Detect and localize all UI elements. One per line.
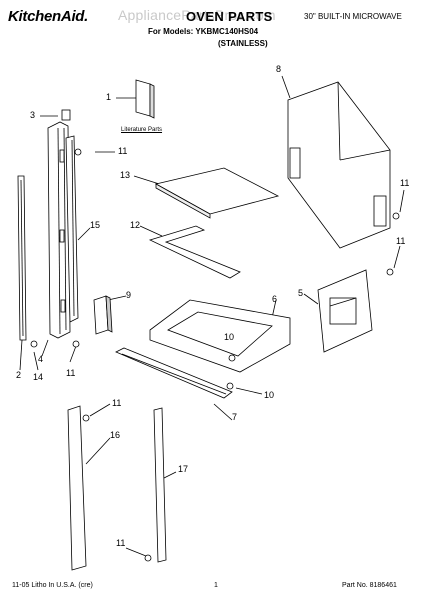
part-9-block bbox=[93, 295, 113, 335]
leader-11f bbox=[125, 547, 147, 557]
leader-9 bbox=[107, 295, 127, 301]
leader-11e bbox=[89, 403, 111, 417]
callout-10: 10 bbox=[264, 390, 275, 400]
footer-page-number: 1 bbox=[214, 582, 218, 589]
footer-print-info: 11-05 Litho In U.S.A. (cre) bbox=[12, 582, 93, 589]
callout-8: 8 bbox=[276, 64, 282, 74]
part-1-literature bbox=[135, 79, 155, 119]
callout-12: 12 bbox=[130, 220, 141, 230]
screw-icon bbox=[226, 382, 234, 390]
callout-9: 9 bbox=[126, 290, 132, 300]
leader-5 bbox=[303, 293, 319, 305]
callout-17: 17 bbox=[178, 464, 189, 474]
leader-2 bbox=[19, 339, 23, 371]
part-8-back-panel bbox=[287, 81, 391, 249]
product-type: 30" BUILT-IN MICROWAVE bbox=[304, 12, 402, 21]
page-title: OVEN PARTS bbox=[186, 9, 273, 24]
callout-1: 1 bbox=[106, 92, 112, 102]
model-variant: (STAINLESS) bbox=[218, 39, 268, 48]
part-4-hinge-channel bbox=[47, 121, 71, 339]
part-2-trim bbox=[17, 175, 27, 341]
callout-14: 14 bbox=[33, 372, 44, 382]
leader-10b bbox=[235, 387, 263, 395]
leader-15 bbox=[77, 227, 91, 241]
part-3-clip bbox=[61, 109, 71, 121]
leader-8 bbox=[281, 75, 291, 99]
part-15-channel bbox=[65, 135, 79, 323]
literature-parts-label: Literature Parts bbox=[121, 127, 163, 133]
callout-5: 5 bbox=[298, 288, 304, 298]
callout-10: 10 bbox=[224, 332, 235, 342]
callout-11: 11 bbox=[396, 236, 406, 246]
screw-icons bbox=[30, 148, 400, 562]
part-17-strip bbox=[153, 407, 167, 563]
leader-14 bbox=[33, 351, 39, 371]
screw-icon bbox=[30, 340, 38, 348]
screw-icon bbox=[386, 268, 394, 276]
screw-icon bbox=[228, 354, 236, 362]
watermark: AppliancePartsPros.com bbox=[118, 7, 276, 23]
leader-16 bbox=[85, 437, 111, 465]
part-6-tray bbox=[149, 299, 291, 373]
leader-11d bbox=[69, 345, 77, 363]
screw-icon bbox=[74, 148, 82, 156]
callout-3: 3 bbox=[30, 110, 36, 120]
callout-7: 7 bbox=[232, 412, 238, 422]
leader-12 bbox=[139, 225, 163, 237]
screw-icon bbox=[72, 340, 80, 348]
screw-icon bbox=[392, 212, 400, 220]
leader-11b bbox=[399, 189, 405, 213]
callout-4: 4 bbox=[38, 354, 44, 364]
screw-icon bbox=[82, 414, 90, 422]
callout-15: 15 bbox=[90, 220, 101, 230]
callout-11: 11 bbox=[66, 368, 76, 378]
callout-11: 11 bbox=[118, 146, 128, 156]
callout-16: 16 bbox=[110, 430, 121, 440]
part-7-front-bar bbox=[115, 347, 233, 399]
screw-icon bbox=[144, 554, 152, 562]
leader-11c bbox=[393, 245, 401, 269]
model-number: For Models: YKBMC140HS04 bbox=[148, 27, 259, 36]
brand-logo: KitchenAid. bbox=[8, 8, 89, 25]
callout-11: 11 bbox=[116, 538, 126, 548]
leader-7 bbox=[213, 403, 233, 421]
callout-13: 13 bbox=[120, 170, 131, 180]
part-12-gasket bbox=[148, 225, 241, 279]
callout-2: 2 bbox=[16, 370, 22, 380]
part-13-panel bbox=[154, 167, 280, 219]
part-16-vent-panel bbox=[67, 405, 87, 571]
callout-6: 6 bbox=[272, 294, 278, 304]
part-5-bracket bbox=[317, 269, 373, 353]
callout-11: 11 bbox=[400, 178, 410, 188]
leader-4 bbox=[41, 339, 49, 357]
footer-part-number: Part No. 8186461 bbox=[342, 582, 397, 589]
callout-11: 11 bbox=[112, 398, 122, 408]
